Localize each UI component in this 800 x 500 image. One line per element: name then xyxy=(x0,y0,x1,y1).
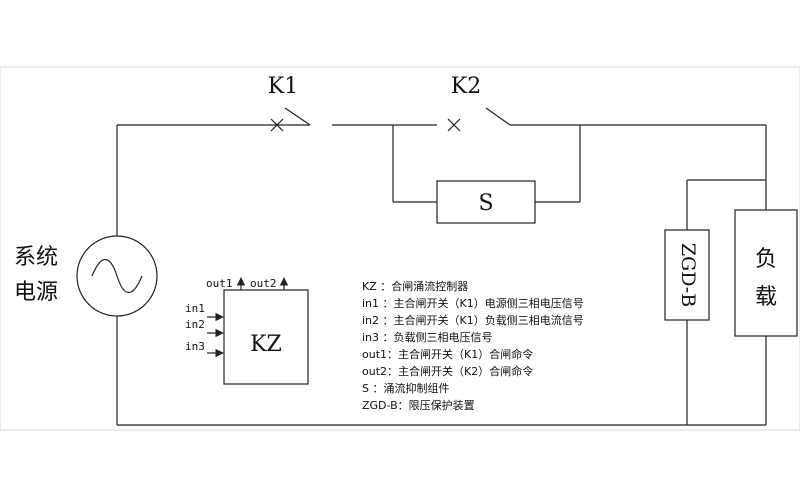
in1-label: in1 xyxy=(185,302,205,315)
legend-item: in2 ：主合闸开关（K1）负载侧三相电流信号 xyxy=(362,313,584,327)
switch-k1-label: K1 xyxy=(268,74,298,99)
load-box xyxy=(734,209,798,337)
legend-item: in1 ：主合闸开关（K1）电源侧三相电压信号 xyxy=(362,296,584,310)
out2-label: out2 xyxy=(250,277,277,290)
power-source-label-line2: 电源 xyxy=(14,280,58,305)
suppressor-box xyxy=(436,180,536,224)
switch-k1 xyxy=(270,107,311,132)
controller-box xyxy=(223,289,309,385)
power-source-label-line1: 系统 xyxy=(14,245,58,270)
legend-item: out2：主合闸开关（K2）合闸命令 xyxy=(362,364,533,378)
suppressor-branch xyxy=(392,125,581,203)
legend-item: out1：主合闸开关（K1）合闸命令 xyxy=(362,347,533,361)
in3-label: in3 xyxy=(185,340,205,353)
controller-label: KZ xyxy=(250,332,282,357)
in2-label: in2 xyxy=(185,318,205,331)
legend-item: ZGD-B：限压保护装置 xyxy=(362,398,475,412)
sine-wave-icon xyxy=(91,258,143,294)
suppressor-label: S xyxy=(478,191,493,216)
load-label-line2: 载 xyxy=(755,285,777,310)
legend: KZ ：合闸涌流控制器 in1 ：主合闸开关（K1）电源侧三相电压信号 in2 … xyxy=(362,279,584,412)
out1-label: out1 xyxy=(206,277,233,290)
legend-item: in3 ：负载侧三相电压信号 xyxy=(362,330,493,344)
zgd-label: ZGD-B xyxy=(677,243,699,307)
load-label-line1: 负 xyxy=(755,247,777,272)
legend-item: KZ ：合闸涌流控制器 xyxy=(362,279,468,293)
diagram-frame xyxy=(0,66,800,431)
legend-item: S ：涌流抑制组件 xyxy=(362,381,449,395)
switch-k2 xyxy=(447,107,511,132)
switch-k2-label: K2 xyxy=(451,74,481,99)
zgd-box xyxy=(664,229,710,321)
